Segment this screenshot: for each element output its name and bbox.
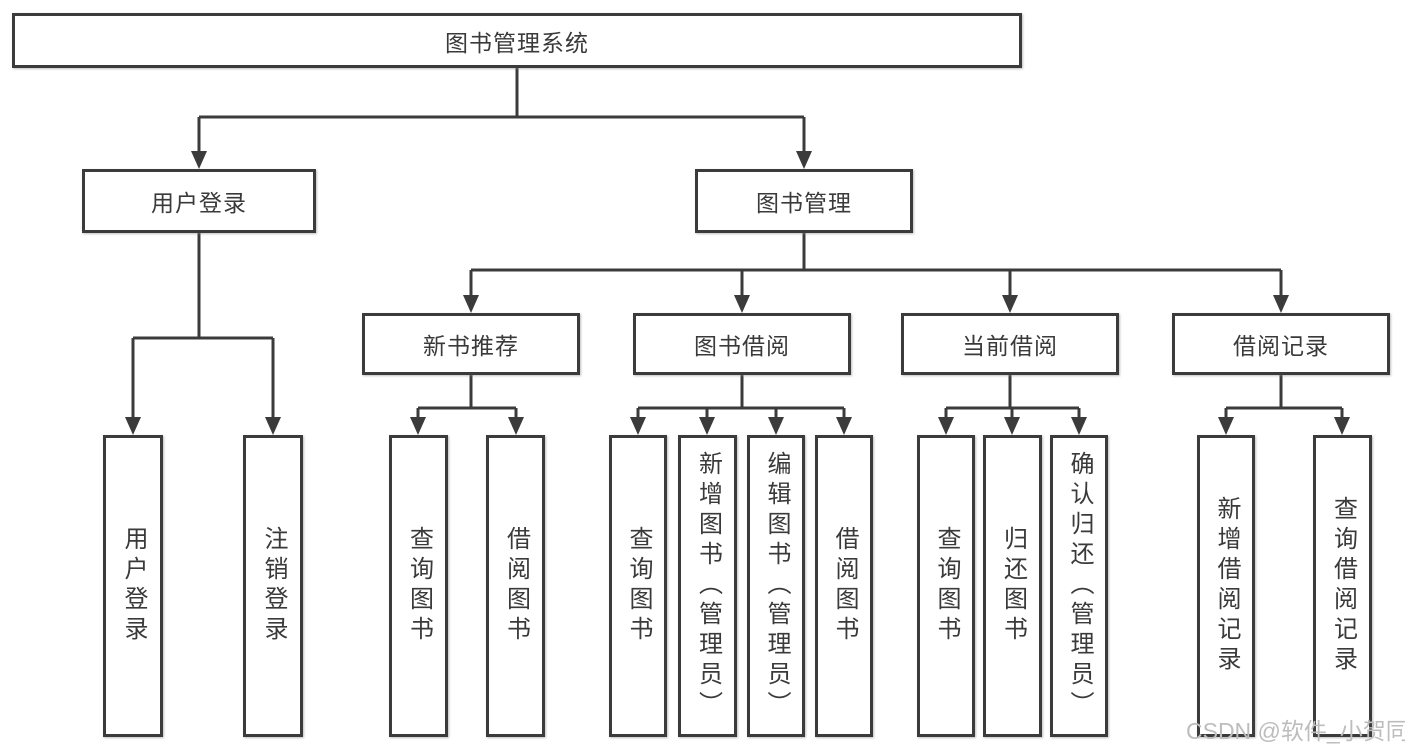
arrowhead bbox=[734, 295, 750, 313]
arrowhead bbox=[1218, 417, 1234, 435]
arrowhead bbox=[796, 151, 812, 169]
node-label: 确认归还（管理员） bbox=[1066, 451, 1093, 721]
node-borrowing-records: 借阅记录 bbox=[1172, 313, 1390, 375]
node-label: 图书借阅 bbox=[694, 333, 790, 359]
arrowhead bbox=[508, 417, 524, 435]
leaf-user-login: 用户登录 bbox=[103, 435, 163, 737]
node-label: 新增借阅记录 bbox=[1213, 496, 1240, 676]
leaf-borrow-books-recommend: 借阅图书 bbox=[486, 435, 545, 737]
leaf-return-books: 归还图书 bbox=[983, 435, 1042, 737]
node-label: 编辑图书（管理员） bbox=[763, 451, 790, 721]
leaf-add-books-admin: 新增图书（管理员） bbox=[678, 435, 737, 737]
node-label: 注销登录 bbox=[260, 526, 287, 646]
arrowhead bbox=[125, 417, 141, 435]
node-user-login-module: 用户登录 bbox=[82, 169, 316, 233]
leaf-edit-books-admin: 编辑图书（管理员） bbox=[747, 435, 805, 737]
arrowhead bbox=[265, 417, 281, 435]
arrowhead bbox=[1334, 417, 1350, 435]
arrowhead bbox=[836, 417, 852, 435]
leaf-query-books-recommend: 查询图书 bbox=[389, 435, 448, 737]
node-label: 图书管理 bbox=[756, 190, 852, 216]
node-label: 新增图书（管理员） bbox=[694, 451, 722, 721]
leaf-query-books-borrowing: 查询图书 bbox=[609, 435, 667, 737]
node-label: 借阅图书 bbox=[502, 526, 530, 646]
leaf-borrow-books: 借阅图书 bbox=[815, 435, 873, 737]
tree-edges bbox=[131, 68, 1344, 418]
arrowhead bbox=[699, 417, 715, 435]
node-current-borrowing: 当前借阅 bbox=[901, 313, 1119, 375]
node-label: 借阅记录 bbox=[1233, 333, 1329, 359]
leaf-confirm-return-admin: 确认归还（管理员） bbox=[1050, 435, 1108, 737]
node-label: 查询图书 bbox=[625, 526, 652, 646]
csdn-watermark: CSDN @软件_小贺同学 bbox=[1186, 718, 1405, 744]
node-label: 当前借阅 bbox=[962, 333, 1058, 359]
node-label: 查询图书 bbox=[405, 526, 433, 646]
arrowhead bbox=[630, 417, 646, 435]
node-label: 查询借阅记录 bbox=[1329, 496, 1357, 676]
arrowhead bbox=[1273, 295, 1289, 313]
node-label: 图书管理系统 bbox=[445, 29, 589, 56]
arrowhead bbox=[191, 151, 207, 169]
leaf-query-books-current: 查询图书 bbox=[917, 435, 975, 737]
node-label: 查询图书 bbox=[933, 526, 960, 646]
arrowhead bbox=[938, 417, 954, 435]
node-label: 用户登录 bbox=[151, 190, 247, 216]
node-label: 新书推荐 bbox=[423, 333, 519, 359]
leaf-logout: 注销登录 bbox=[243, 435, 303, 737]
node-book-management-module: 图书管理 bbox=[695, 169, 913, 233]
node-label: 归还图书 bbox=[999, 526, 1027, 646]
arrowhead bbox=[1002, 295, 1018, 313]
arrowheads bbox=[125, 151, 1350, 435]
leaf-add-borrow-record: 新增借阅记录 bbox=[1197, 435, 1255, 737]
arrowhead bbox=[1071, 417, 1087, 435]
node-label: 借阅图书 bbox=[831, 526, 858, 646]
node-book-borrowing: 图书借阅 bbox=[633, 313, 851, 375]
arrowhead bbox=[410, 417, 426, 435]
arrowhead bbox=[463, 295, 479, 313]
arrowhead bbox=[768, 417, 784, 435]
leaf-query-borrow-record: 查询借阅记录 bbox=[1313, 435, 1372, 737]
node-new-book-recommend: 新书推荐 bbox=[362, 313, 580, 375]
arrowhead bbox=[1004, 417, 1020, 435]
node-library-management-system: 图书管理系统 bbox=[12, 13, 1022, 68]
node-label: 用户登录 bbox=[120, 526, 147, 646]
